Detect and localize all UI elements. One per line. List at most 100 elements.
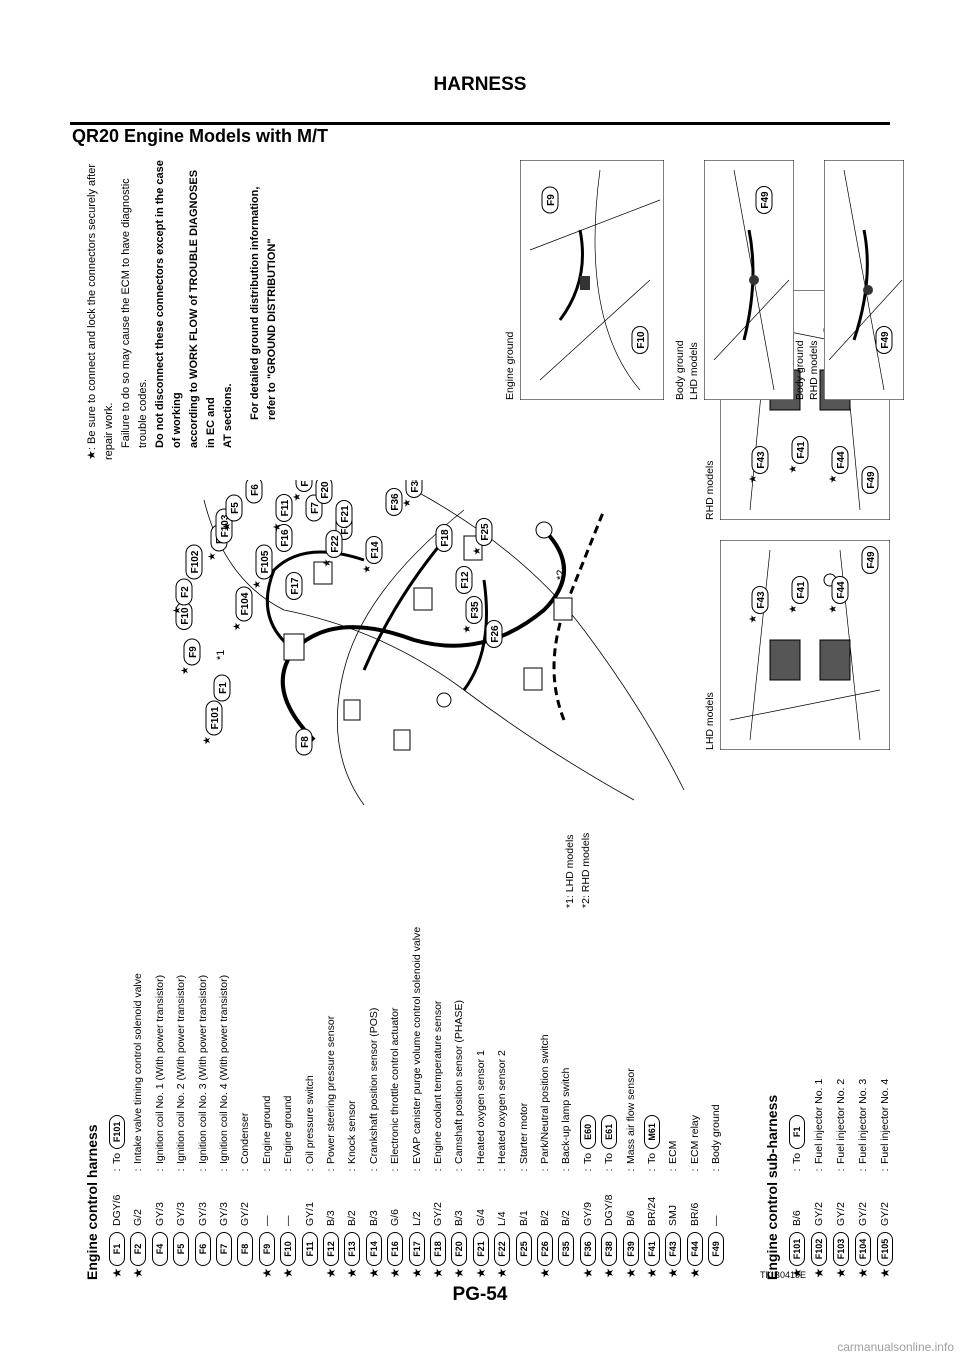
connector-description: Power steering pressure sensor [325, 1016, 337, 1164]
connector-code: GY/2 [239, 1202, 252, 1226]
star-icon: ★ [580, 1267, 595, 1279]
page-number: PG-54 [452, 1284, 508, 1305]
callout-label: F38 [410, 480, 421, 493]
description-text: Engine ground [260, 1095, 273, 1164]
connector-description: ECM relay [689, 1115, 701, 1164]
separator: : [282, 1168, 295, 1172]
connector-id: F5 [173, 1232, 190, 1266]
connector-code: — [260, 1215, 273, 1227]
separator: : [813, 1168, 825, 1172]
separator: : [111, 1168, 123, 1172]
separator: : [432, 1168, 444, 1172]
star-icon: ★ [495, 1267, 510, 1279]
legend-row: ★F10—:Engine ground [277, 1096, 299, 1280]
connector-id: F7 [216, 1232, 232, 1266]
note-line: : Be sure to connect and lock the connec… [86, 163, 115, 460]
connector-id: F2 [130, 1232, 147, 1266]
description-text: Oil pressure switch [303, 1075, 316, 1164]
legend-row: F49—:Body ground [705, 1104, 727, 1280]
separator: : [218, 1168, 230, 1172]
connector-id: F39 [622, 1232, 639, 1266]
connector-description: Park/Neutral position switch [539, 1034, 551, 1164]
connector-description: Ignition coil No. 2 (With power transist… [175, 975, 187, 1164]
description-text: Crankshaft position sensor (POS) [367, 1007, 380, 1164]
description-text: Heated oxygen sensor 1 [474, 1050, 487, 1164]
connector-description: Knock sensor [346, 1100, 358, 1164]
separator: : [496, 1168, 509, 1172]
star-icon: ★ [232, 622, 243, 631]
connector-description: Electronic throttle control actuator [389, 1008, 401, 1164]
callout-label: F26 [490, 625, 501, 643]
connector-callout: F101★ [202, 700, 223, 745]
separator: : [624, 1168, 637, 1172]
connector-callout: F44★ [828, 576, 849, 614]
connector-description: Fuel injector No. 1 [813, 1079, 825, 1164]
connector-description: Intake valve timing control solenoid val… [132, 973, 144, 1164]
connector-ref: F1 [789, 1114, 805, 1149]
callout-label: F44 [836, 451, 847, 469]
connector-id: F11 [301, 1232, 318, 1266]
separator: : [132, 1168, 145, 1172]
star-icon: ★ [452, 1267, 467, 1279]
description-text: Fuel injector No. 3 [857, 1078, 869, 1164]
star-icon: ★ [110, 1267, 124, 1279]
connector-callout: F105★ [252, 544, 273, 589]
callout-label: F101 [210, 706, 221, 729]
connector-description: Ignition coil No. 3 (With power transist… [197, 975, 209, 1164]
connector-code: DGY/6 [111, 1194, 123, 1226]
star-icon: ★ [645, 1267, 659, 1279]
separator: : [303, 1168, 316, 1172]
connector-code: B/2 [560, 1210, 573, 1226]
description-text: Starter motor [517, 1102, 530, 1164]
connector-ref: F101 [109, 1114, 125, 1149]
connector-id: F20 [451, 1232, 468, 1266]
description-text: EVAP canister purge volume control solen… [410, 926, 423, 1164]
separator: : [389, 1168, 402, 1172]
connector-description: Mass air flow sensor [625, 1068, 637, 1164]
connector-callout: F17 [285, 572, 303, 600]
connector-id: F18 [430, 1232, 446, 1266]
star-icon: ★ [462, 625, 473, 634]
diagram-mark: *1 [215, 650, 227, 660]
callout-label: F20 [320, 481, 331, 499]
connector-description: Camshaft position sensor (PHASE) [453, 1000, 465, 1164]
separator: : [517, 1168, 530, 1172]
description-text: Fuel injector No. 4 [879, 1078, 891, 1164]
connector-code: L/2 [410, 1211, 423, 1226]
legend-heading-sub: Engine control sub-harness [764, 1094, 780, 1280]
connector-id: F41 [644, 1232, 660, 1266]
connector-callout: F102 [185, 544, 203, 580]
connector-code: GY/3 [196, 1202, 209, 1226]
connector-id: F21 [472, 1232, 489, 1266]
callout-label: F43 [756, 591, 767, 609]
description-text: To [603, 1152, 616, 1164]
connector-id: F101 [789, 1232, 805, 1266]
connector-callout: F49 [875, 326, 893, 354]
separator: : [474, 1168, 487, 1172]
connector-callout: F35★ [462, 596, 483, 634]
star-icon: ★ [812, 1267, 826, 1279]
connector-code: BR/24 [646, 1196, 658, 1226]
connector-callout: F25★ [472, 518, 493, 556]
description-text: Fuel injector No. 2 [835, 1078, 847, 1164]
callout-label: F16 [280, 529, 291, 547]
callout-label: F43 [756, 451, 767, 469]
separator: : [410, 1168, 423, 1172]
body-ground-lhd-inset: Body ground LHD models F49 [674, 160, 794, 400]
ground-note-line: For detailed ground distribution informa… [249, 186, 261, 420]
connector-note: ★: Be sure to connect and lock the conne… [84, 160, 281, 460]
callout-label: F41 [796, 581, 807, 599]
connector-code: B/3 [367, 1210, 380, 1226]
page-header-title: HARNESS [433, 74, 527, 95]
separator: : [667, 1168, 680, 1172]
star-icon: ★ [86, 450, 98, 460]
